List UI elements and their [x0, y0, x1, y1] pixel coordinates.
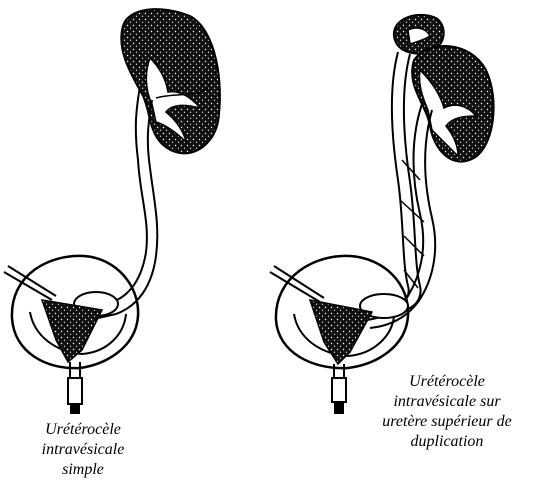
right-kidney — [412, 46, 494, 162]
caption-right-line-3: uretère supérieur de — [355, 412, 539, 432]
right-figure — [270, 15, 494, 414]
left-bladder — [4, 256, 138, 414]
left-ureter — [96, 86, 157, 318]
caption-left-line-1: Urétérocèle — [8, 420, 158, 440]
caption-right-line-4: duplication — [355, 432, 539, 452]
caption-duplex-ureterocele: Urétérocèle intravésicale sur uretère su… — [355, 372, 539, 452]
caption-right-line-1: Urétérocèle — [355, 372, 539, 392]
caption-left-line-2: intravésicale — [8, 440, 158, 460]
caption-right-line-2: intravésicale sur — [355, 392, 539, 412]
left-figure — [4, 9, 220, 414]
caption-left-line-3: simple — [8, 460, 158, 480]
caption-simple-ureterocele: Urétérocèle intravésicale simple — [8, 420, 158, 480]
